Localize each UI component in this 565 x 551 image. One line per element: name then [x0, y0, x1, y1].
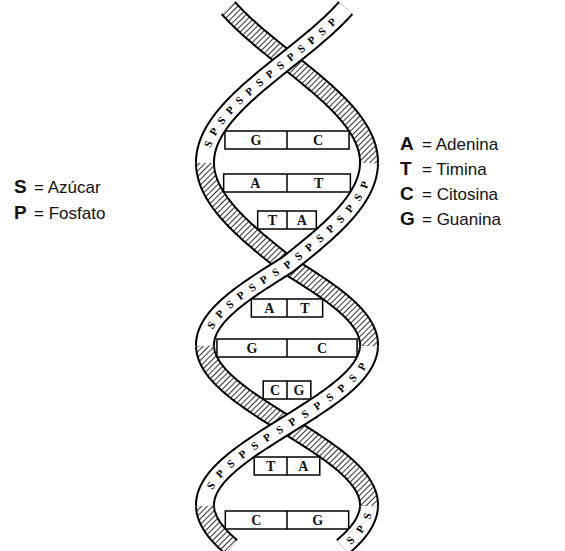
- backbone-sequence-path: SPSPSPSPSPSPSPSP: [204, 172, 373, 331]
- key-meaning: = Guanina: [422, 210, 501, 230]
- key-letter: C: [400, 183, 414, 205]
- strand-back-hatch: [205, 163, 369, 346]
- strand-back-edge: [205, 163, 369, 346]
- base-letter: A: [298, 458, 308, 474]
- base-pair-bar: [254, 457, 320, 475]
- base-letter: T: [300, 300, 309, 316]
- key-letter: T: [400, 158, 412, 180]
- strand-front-edge: [205, 163, 369, 346]
- base-letter: A: [297, 212, 307, 228]
- key-letter: S: [14, 176, 27, 198]
- base-pair-divider: [286, 299, 288, 317]
- backbone-sequence-path: SPS: [344, 504, 376, 547]
- base-letter: A: [264, 300, 274, 316]
- base-pair-bar: [258, 211, 317, 229]
- base-pair-bar: [225, 131, 349, 149]
- key-letter: A: [400, 133, 414, 155]
- base-letter: T: [314, 175, 323, 191]
- backbone-sequence: SPSPSPSPSPSPSP: [201, 11, 343, 149]
- base-letter: G: [247, 340, 258, 356]
- front-strands: SPSPSPSPSPSPSPSPSPSPSPSPSPSPSPSPSPSPSPSP…: [201, 8, 375, 547]
- backbone-sequence: SPS: [344, 504, 376, 547]
- base-letter: C: [251, 512, 261, 528]
- base-letter: G: [293, 382, 304, 398]
- base-letter: C: [313, 132, 323, 148]
- key-meaning: = Citosina: [422, 185, 498, 205]
- base-letter: A: [250, 175, 260, 191]
- key-meaning: = Adenina: [422, 135, 498, 155]
- key-meaning: = Fosfato: [34, 204, 105, 224]
- backbone-sequence: SPSPSPSPSPSPSP: [204, 353, 373, 491]
- base-pair-bar: [224, 174, 351, 192]
- base-pair-divider: [286, 511, 288, 529]
- key-letter: P: [14, 202, 27, 224]
- base-pair-bar: [251, 299, 322, 317]
- base-letter: C: [317, 340, 327, 356]
- base-pair-divider: [286, 381, 288, 399]
- base-pair-bar: [217, 339, 357, 357]
- base-letter: C: [270, 382, 280, 398]
- backbone-sequence: SPSPSPSPSPSPSPSP: [204, 172, 373, 331]
- base-pair-bar: [225, 511, 348, 529]
- base-pair-divider: [286, 211, 288, 229]
- base-pair-bar: [263, 381, 311, 399]
- base-letter: G: [312, 512, 323, 528]
- base-pair-divider: [286, 174, 288, 192]
- key-meaning: = Timina: [422, 160, 487, 180]
- base-pair-divider: [286, 131, 288, 149]
- backbone-sequence-path: SPSPSPSPSPSPSP: [204, 353, 373, 491]
- backbone-sequence-path: SPSPSPSPSPSPSP: [201, 11, 343, 149]
- key-meaning: = Azúcar: [34, 178, 101, 198]
- base-pair-divider: [286, 457, 288, 475]
- base-letter: T: [268, 212, 277, 228]
- key-letter: G: [400, 208, 415, 230]
- strand-front-face: [205, 163, 369, 346]
- base-letter: T: [266, 458, 275, 474]
- base-letter: G: [251, 132, 262, 148]
- base-pair-divider: [286, 339, 288, 357]
